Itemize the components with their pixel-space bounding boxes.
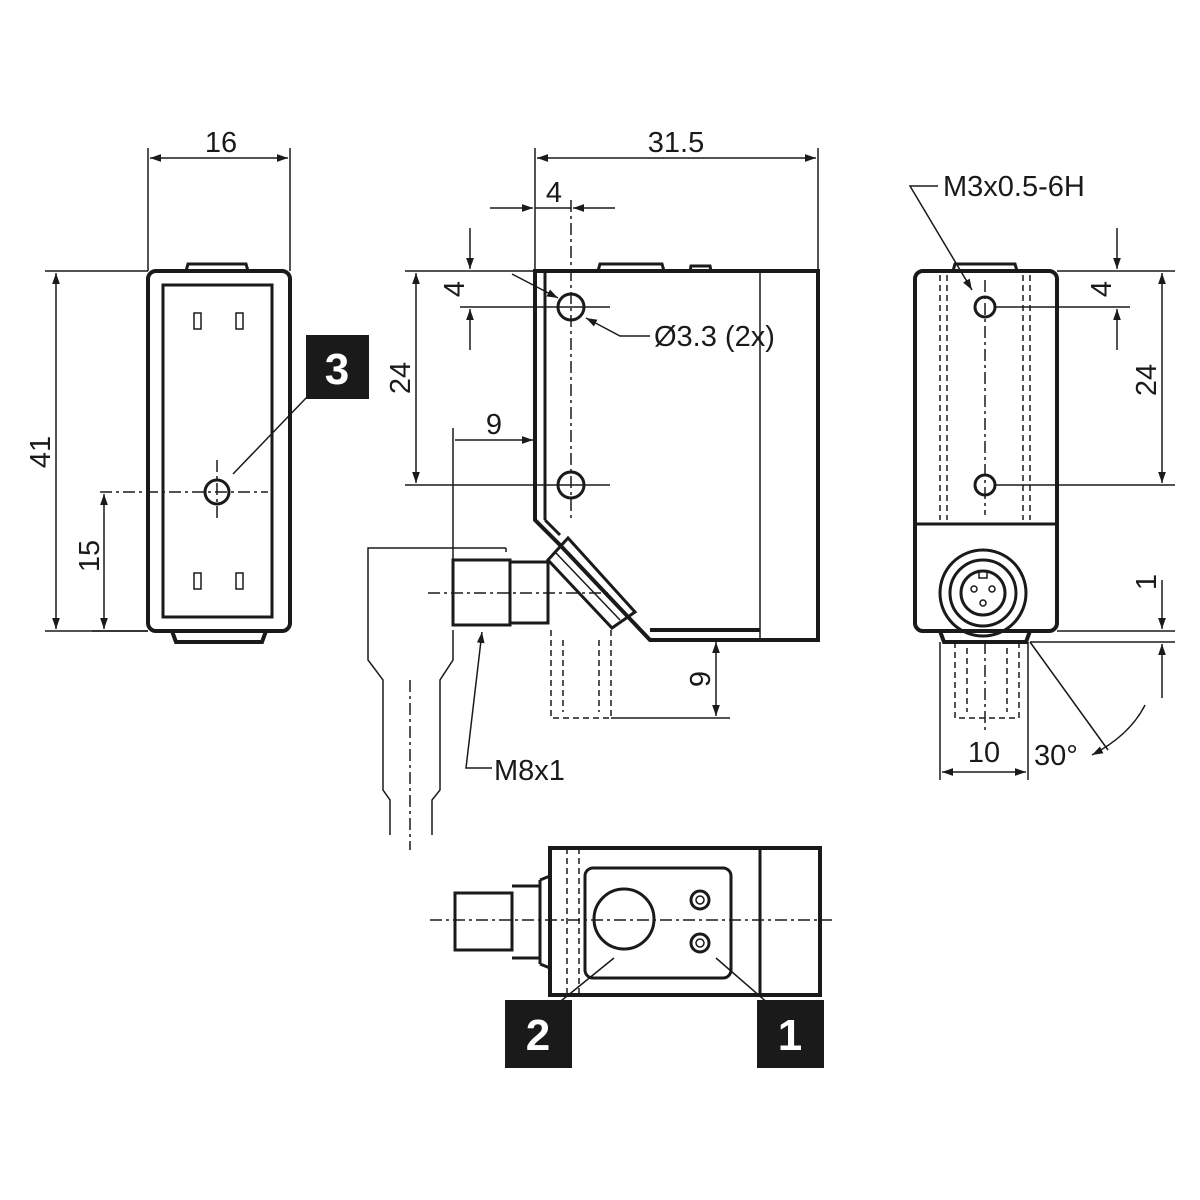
front-height-label: 41 xyxy=(25,436,57,468)
callout-badge-2: 2 xyxy=(505,1000,572,1068)
side-dimension-hole-offset: 4 xyxy=(490,177,615,212)
front-dimension-width: 16 xyxy=(147,127,291,271)
front-view xyxy=(100,262,292,644)
rear-dimension-hole-spacing: 24 xyxy=(995,273,1175,486)
side-hole-offset-label: 4 xyxy=(546,177,562,209)
front-dimension-height: 41 xyxy=(25,270,148,632)
side-bottom-offset-label: 9 xyxy=(685,671,717,687)
side-dimension-connector-offset: 9 xyxy=(452,409,533,560)
side-connector-offset-label: 9 xyxy=(486,409,502,441)
callout-badge-3: 3 xyxy=(306,335,369,399)
side-dimension-bottom-offset: 9 xyxy=(611,642,730,719)
rear-hole-spacing-label: 24 xyxy=(1131,364,1163,396)
rear-thread-callout: M3x0.5-6H xyxy=(908,171,1085,291)
rear-top-offset-label: 4 xyxy=(1086,281,1118,297)
side-view xyxy=(367,200,820,850)
hole-callout-label: Ø3.3 (2x) xyxy=(654,321,775,353)
front-dimension-offset: 15 xyxy=(74,494,148,632)
side-dimension-hole-spacing: 24 xyxy=(385,270,610,486)
rear-view xyxy=(913,262,1059,730)
front-offset-label: 15 xyxy=(74,540,106,572)
rear-thread-label: M3x0.5-6H xyxy=(943,171,1085,203)
side-hole-spacing-label: 24 xyxy=(385,362,417,394)
rear-angle-label: 30° xyxy=(1034,740,1078,772)
rear-gap-label: 1 xyxy=(1131,574,1163,590)
front-width-label: 16 xyxy=(205,127,237,159)
callout-2-label: 2 xyxy=(526,1011,550,1060)
rear-dimension-top-offset: 4 xyxy=(995,228,1175,350)
callout-badge-1: 1 xyxy=(757,1000,824,1068)
callout-1-label: 1 xyxy=(778,1011,802,1060)
side-top-offset-label: 4 xyxy=(439,281,471,297)
side-dimension-width: 31.5 xyxy=(534,127,819,271)
side-width-label: 31.5 xyxy=(648,127,704,159)
rear-dimension-gap: 1 xyxy=(1030,574,1175,698)
rear-dimension-angle: 30° xyxy=(1029,641,1146,772)
bottom-view xyxy=(430,846,832,997)
callout-3-label: 3 xyxy=(325,345,349,394)
rear-dimension-connector-width: 10 xyxy=(939,642,1029,780)
side-dimension-top-offset: 4 xyxy=(439,228,610,350)
connector-thread-label: M8x1 xyxy=(494,755,565,787)
rear-connector-width-label: 10 xyxy=(968,737,1000,769)
